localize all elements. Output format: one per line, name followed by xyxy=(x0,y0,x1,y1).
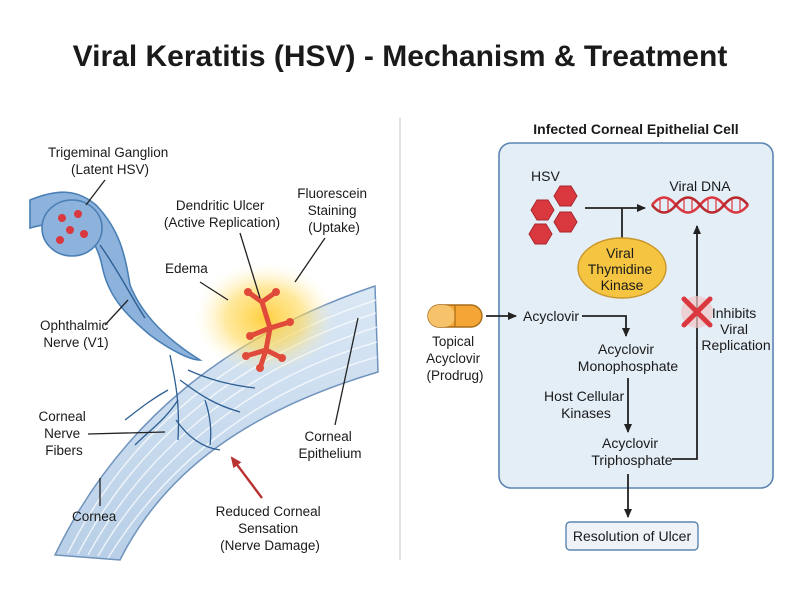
latent-hsv-dots xyxy=(56,210,88,244)
label-topical-acyclovir: Topical Acyclovir (Prodrug) xyxy=(426,334,484,383)
label-edema: Edema xyxy=(165,261,208,276)
label-cornea: Cornea xyxy=(72,509,117,524)
reduced-sensation-arrow xyxy=(230,456,263,499)
acyclovir-label: Acyclovir xyxy=(523,308,579,324)
inhibits-label: Inhibits Viral Replication xyxy=(701,305,770,353)
corneal-nerve-fibers xyxy=(124,354,256,451)
viral-dna-helix xyxy=(650,196,750,214)
label-reduced-sensation: Reduced Corneal Sensation (Nerve Damage) xyxy=(216,504,325,553)
label-corneal-nerve-fibers: Corneal Nerve Fibers xyxy=(38,409,89,458)
viral-thymidine-kinase xyxy=(577,237,667,299)
label-trigeminal-ganglion: Trigeminal Ganglion (Latent HSV) xyxy=(48,145,172,177)
hsv-virions xyxy=(528,185,578,245)
label-ophthalmic-nerve: Ophthalmic Nerve (V1) xyxy=(40,318,112,350)
dna-rungs xyxy=(659,199,741,211)
ulcer-tips xyxy=(242,288,294,372)
acyclovir-to-mono-arrow xyxy=(582,315,630,337)
resolution-box xyxy=(565,521,699,551)
inhibition-x-icon xyxy=(681,296,713,328)
label-dendritic-ulcer: Dendritic Ulcer (Active Replication) xyxy=(164,198,280,230)
resolution-label: Resolution of Ulcer xyxy=(573,528,692,544)
monophosphate-label: Acyclovir Monophosphate xyxy=(578,341,679,374)
mechanism-panel: Infected Corneal Epithelial Cell HSV Vir… xyxy=(426,121,774,551)
triphosphate-label: Acyclovir Triphosphate xyxy=(591,435,672,468)
viral-dna-label: Viral DNA xyxy=(669,178,731,194)
cell-header: Infected Corneal Epithelial Cell xyxy=(533,121,738,137)
nerve-axon xyxy=(99,244,146,319)
label-corneal-epithelium: Corneal Epithelium xyxy=(298,429,361,461)
page-title: Viral Keratitis (HSV) - Mechanism & Trea… xyxy=(73,40,728,73)
viral-tk-label: Viral Thymidine Kinase xyxy=(588,245,656,293)
anatomy-panel: Trigeminal Ganglion (Latent HSV) Dendrit… xyxy=(29,145,379,561)
host-kinases-label: Host Cellular Kinases xyxy=(544,388,628,421)
capsule-half xyxy=(428,305,455,327)
hsv-label: HSV xyxy=(531,168,560,184)
label-fluorescein: Fluorescein Staining (Uptake) xyxy=(297,186,371,235)
